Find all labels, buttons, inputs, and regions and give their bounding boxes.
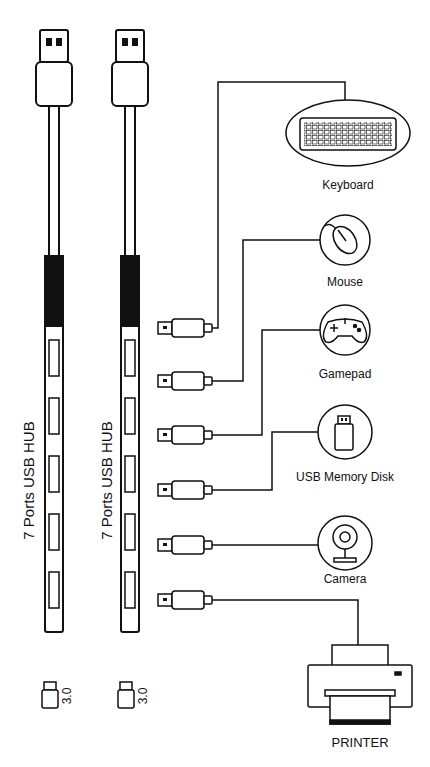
hub-label-box: 7 Ports USB HUB [98,421,115,539]
device-label: Keyboard [322,178,373,192]
device-box: Mouse [327,275,363,289]
usb-plug [172,481,204,499]
usb-plug-head [40,30,68,62]
printer-icon [308,645,412,724]
device-box: Camera [324,572,367,586]
cable [49,106,59,256]
usb-plug [204,486,212,494]
usb-port [125,456,135,492]
usb-port [49,340,59,376]
usb-plug [172,536,204,554]
device-box: PRINTER [331,735,388,750]
device-box: USB Memory Disk [296,470,394,484]
device-box: Keyboard [322,178,373,192]
device-label: Mouse [327,275,363,289]
usb-plug [172,426,204,444]
hub-label: 7 Ports USB HUB [20,421,37,539]
device-label: PRINTER [331,735,388,750]
device-label: USB Memory Disk [296,470,394,484]
usb-version-label: 3.0 [136,688,150,705]
hub-bar [121,256,139,632]
usb-plug [204,541,212,549]
camera-icon [318,516,372,570]
usb-port [49,456,59,492]
hub-label: 7 Ports USB HUB [98,421,115,539]
keyboard-icon [286,100,410,166]
mouse-icon [320,215,370,265]
usb-plug [158,375,172,387]
usb-port [125,514,135,550]
device-label: Camera [324,572,367,586]
usb-plug [204,596,212,604]
usb-plug [158,484,172,496]
usb-plug-body [112,62,148,106]
hub-label-box: 7 Ports USB HUB [20,421,37,539]
cable [125,106,135,256]
usb-plug [158,322,172,334]
usb-plug [204,431,212,439]
usb-plug [158,429,172,441]
wires [212,82,358,645]
usb-port [49,514,59,550]
gamepad-icon [320,305,370,355]
usb-port [49,599,59,601]
usb-plug [158,539,172,551]
usb-port [125,599,135,601]
usb-plug [172,372,204,390]
usb-plug [172,319,204,337]
usb-port [125,572,135,608]
usb-port [125,340,135,376]
usb-plug-head [116,30,144,62]
usb-plug [204,324,212,332]
usb-plug [204,377,212,385]
hub-bar [45,256,63,632]
usb-plug-body [36,62,72,106]
device-box: Gamepad [319,367,372,381]
memory-disk-icon [318,405,372,459]
usb-plug [172,591,204,609]
usb-port [49,398,59,434]
usb-port [125,398,135,434]
usb-port [49,572,59,608]
usb-plug [158,594,172,606]
usb3-plug-icon [42,682,134,708]
usb-version-label: 3.0 [60,688,74,705]
device-label: Gamepad [319,367,372,381]
